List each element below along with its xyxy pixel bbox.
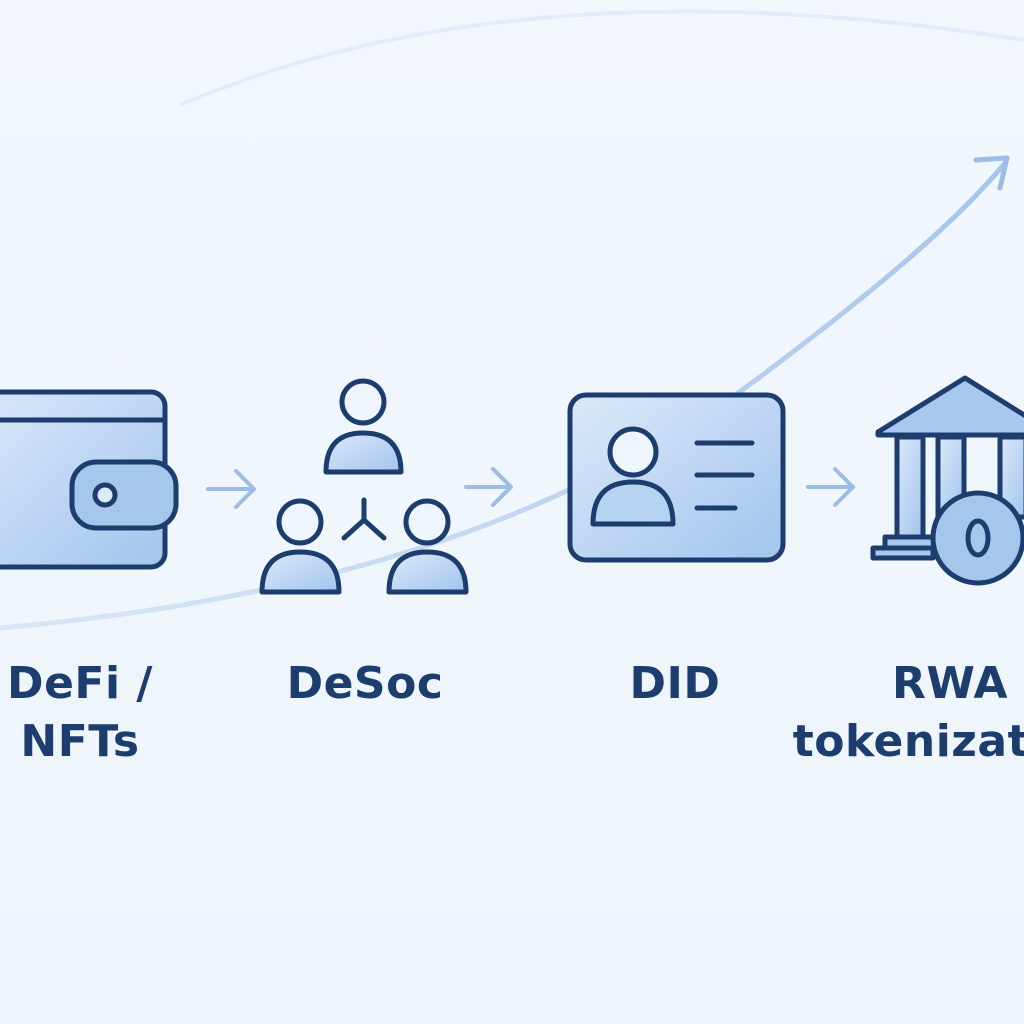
stage-label-defi: DeFi / NFTs xyxy=(0,655,180,771)
stage-label-defi-line-1: DeFi / xyxy=(7,658,153,709)
id-card-icon xyxy=(567,392,786,563)
flow-arrow-1-icon xyxy=(206,469,256,509)
stage-label-did: DID xyxy=(575,655,775,713)
background-arc xyxy=(179,9,1024,107)
stage-label-rwa-line-1: RWA xyxy=(892,658,1008,709)
stage-label-rwa: RWA tokenization xyxy=(790,655,1024,771)
wallet-icon xyxy=(0,389,179,570)
flow-arrow-2-icon xyxy=(464,467,513,507)
stage-label-desoc-line-1: DeSoc xyxy=(286,658,444,709)
trend-arrowhead-icon xyxy=(973,155,1010,191)
stage-label-did-line-1: DID xyxy=(629,658,721,709)
stage-label-rwa-line-2: tokenization xyxy=(792,716,1024,767)
bank-coin-icon xyxy=(870,375,1024,586)
stage-label-desoc: DeSoc xyxy=(250,655,480,713)
stage-label-defi-line-2: NFTs xyxy=(20,716,140,767)
people-network-icon xyxy=(259,378,469,595)
flow-arrow-3-icon xyxy=(806,467,855,507)
